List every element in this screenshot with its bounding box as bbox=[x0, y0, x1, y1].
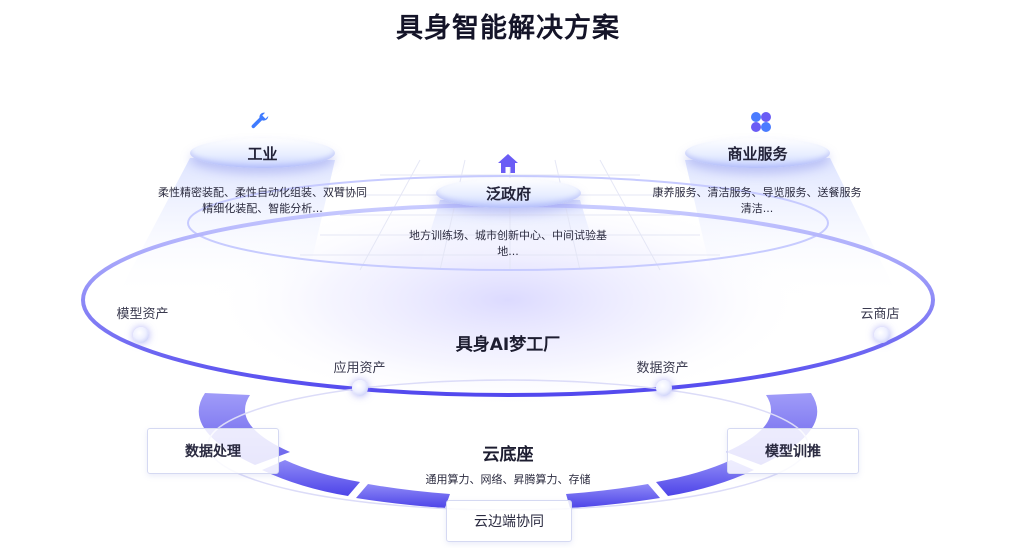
government-description: 地方训练场、城市创新中心、中间试验基 地... bbox=[388, 228, 628, 260]
center-glow bbox=[208, 190, 808, 410]
inner-ring bbox=[187, 175, 829, 271]
data-assets-label: 数据资产 bbox=[636, 361, 689, 376]
government-label: 泛政府 bbox=[485, 184, 531, 203]
government-desc-line2: 地... bbox=[497, 245, 519, 258]
cloud-store-label: 云商店 bbox=[860, 307, 900, 322]
wrench-icon bbox=[249, 110, 271, 132]
data-processing-box[interactable]: 数据处理 bbox=[147, 428, 279, 474]
commerce-desc-line1: 康养服务、清洁服务、导览服务、送餐服务 bbox=[652, 186, 862, 199]
industry-desc-line2: 精细化装配、智能分析... bbox=[202, 202, 323, 215]
cloud-base-title: 云底座 bbox=[482, 445, 534, 465]
industry-desc-line1: 柔性精密装配、柔性自动化组装、双臂协同 bbox=[158, 186, 367, 199]
cloud-base-subtitle: 通用算力、网络、昇腾算力、存储 bbox=[425, 473, 591, 486]
commerce-node[interactable]: 商业服务 bbox=[685, 138, 830, 168]
commerce-description: 康养服务、清洁服务、导览服务、送餐服务 清洁... bbox=[632, 185, 882, 217]
factory-title: 具身AI梦工厂 bbox=[455, 335, 561, 355]
page-title: 具身智能解决方案 bbox=[396, 13, 620, 44]
model-training-box[interactable]: 模型训推 bbox=[727, 428, 859, 474]
app-assets-dot[interactable] bbox=[352, 380, 368, 396]
industry-label: 工业 bbox=[247, 144, 278, 163]
model-assets-dot[interactable] bbox=[133, 327, 149, 343]
grid-floor bbox=[300, 159, 720, 271]
government-desc-line1: 地方训练场、城市创新中心、中间试验基 bbox=[409, 229, 607, 242]
cloud-store-dot[interactable] bbox=[874, 327, 890, 343]
house-icon bbox=[496, 152, 520, 176]
commerce-desc-line2: 清洁... bbox=[740, 202, 774, 215]
cloud-edge-box[interactable]: 云边端协同 bbox=[446, 500, 572, 542]
industry-description: 柔性精密装配、柔性自动化组装、双臂协同 精细化装配、智能分析... bbox=[140, 185, 385, 217]
four-petal-icon bbox=[749, 110, 773, 134]
government-node[interactable]: 泛政府 bbox=[436, 178, 581, 208]
industry-node[interactable]: 工业 bbox=[190, 138, 335, 168]
app-assets-label: 应用资产 bbox=[333, 361, 386, 376]
data-assets-dot[interactable] bbox=[656, 380, 672, 396]
model-assets-label: 模型资产 bbox=[116, 307, 169, 322]
commerce-label: 商业服务 bbox=[727, 144, 788, 163]
